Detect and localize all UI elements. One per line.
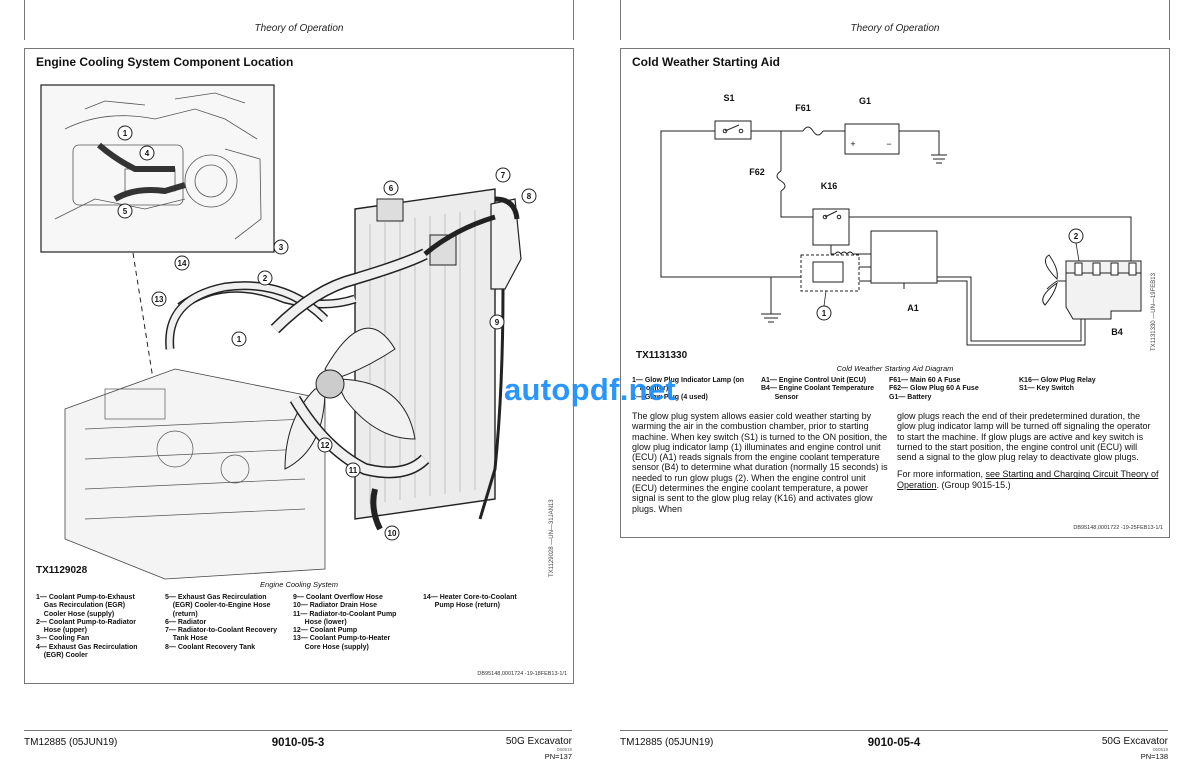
model-name: 50G Excavator — [1101, 736, 1168, 747]
callout-8: 8 — [527, 192, 532, 201]
right-page: Theory of Operation Cold Weather Startin… — [612, 0, 1172, 776]
body-paragraph-2: glow plugs reach the end of their predet… — [897, 411, 1151, 463]
pn-number: PN=138 — [1140, 752, 1168, 761]
body-text-right: glow plugs reach the end of their predet… — [897, 411, 1159, 497]
callout-1: 1 — [822, 309, 827, 318]
section-title: Cold Weather Starting Aid — [632, 55, 781, 69]
figure-id: TX1131330 — [636, 350, 688, 361]
small-code: 060519 — [556, 747, 572, 752]
body-paragraph-3: For more information, see Starting and C… — [897, 469, 1159, 490]
label-s1: S1 — [723, 93, 734, 103]
legend-column-1: 1— Coolant Pump-to-Exhaust Gas Recircula… — [36, 594, 138, 660]
document-reference: DB95148,0001724 -19-18FEB13-1/1 — [477, 671, 567, 677]
battery-plus: + — [850, 139, 855, 149]
callout-2: 2 — [1074, 232, 1079, 241]
running-head: Theory of Operation — [24, 0, 574, 40]
figure-id: TX1129028 — [36, 565, 88, 576]
callout-13: 13 — [155, 295, 164, 304]
callout-11: 11 — [349, 466, 358, 475]
label-k16: K16 — [821, 181, 838, 191]
label-f62: F62 — [749, 167, 765, 177]
callout-14: 14 — [178, 259, 187, 268]
page-footer: TM12885 (05JUN19) 9010-05-4 50G Excavato… — [620, 730, 1168, 771]
watermark: autopdf.net — [504, 372, 677, 407]
label-a1: A1 — [907, 303, 919, 313]
callout-2: 2 — [263, 274, 268, 283]
model-name: 50G Excavator — [505, 736, 572, 747]
figure-side-code: TX1131330 —UN—19FEB13 — [1151, 273, 1157, 351]
battery-minus: − — [886, 139, 891, 149]
starting-aid-wiring-diagram: S1 F61 G1 F62 K16 A1 B4 2 1 + − — [660, 93, 1142, 346]
legend-column-4: 14— Heater Core-to-Coolant Pump Hose (re… — [423, 594, 517, 610]
cooling-system-panel: Engine Cooling System Component Location — [24, 48, 574, 684]
running-head: Theory of Operation — [620, 0, 1170, 40]
figure-caption: Engine Cooling System — [260, 580, 338, 589]
cold-weather-panel: Cold Weather Starting Aid — [620, 48, 1170, 538]
page-number: 9010-05-4 — [867, 737, 921, 749]
callout-6: 6 — [389, 184, 394, 193]
body-paragraph-1: The glow plug system allows easier cold … — [632, 411, 888, 514]
callout-1: 1 — [237, 335, 242, 344]
legend-column-4: K16— Glow Plug Relay S1— Key Switch — [1019, 377, 1096, 393]
callout-12: 12 — [321, 441, 330, 450]
callout-9: 9 — [495, 318, 500, 327]
page-number: 9010-05-3 — [271, 737, 325, 749]
legend-column-3: 9— Coolant Overflow Hose 10— Radiator Dr… — [293, 594, 397, 651]
document-reference: DB95148,0001722 -19-25FEB13-1/1 — [1073, 525, 1163, 531]
callout-1-inset: 1 — [123, 129, 128, 138]
label-g1: G1 — [859, 96, 871, 106]
callout-4: 4 — [145, 149, 150, 158]
manual-number: TM12885 (05JUN19) — [620, 737, 714, 748]
engine-cooling-illustration: 1 4 5 1 2 3 6 7 8 9 10 11 12 13 14 — [40, 84, 537, 580]
figure-side-code: TX1129028 —UN—31JAN13 — [549, 499, 555, 577]
small-code: 060519 — [1152, 747, 1168, 752]
callout-10: 10 — [388, 529, 397, 538]
starting-charging-link[interactable]: see Starting and Charging Circuit Theory… — [897, 469, 1159, 490]
callout-3: 3 — [279, 243, 284, 252]
model-info: 50G Excavator 060519 PN=137 — [506, 737, 572, 762]
label-f61: F61 — [795, 103, 811, 113]
legend-column-2: 5— Exhaust Gas Recirculation (EGR) Coole… — [165, 594, 278, 651]
callout-7: 7 — [501, 171, 506, 180]
manual-number: TM12885 (05JUN19) — [24, 737, 118, 748]
pn-number: PN=137 — [544, 752, 572, 761]
legend-column-2: A1— Engine Control Unit (ECU) B4— Engine… — [761, 377, 875, 401]
page-footer: TM12885 (05JUN19) 9010-05-3 50G Excavato… — [24, 730, 572, 771]
left-page: Theory of Operation Engine Cooling Syste… — [16, 0, 576, 776]
section-title: Engine Cooling System Component Location — [36, 55, 294, 69]
legend-column-1: 1— Glow Plug Indicator Lamp (on monitor)… — [632, 377, 745, 401]
figure-caption: Cold Weather Starting Aid Diagram — [836, 364, 954, 373]
label-b4: B4 — [1111, 327, 1123, 337]
legend-column-3: F61— Main 60 A Fuse F62— Glow Plug 60 A … — [889, 377, 979, 401]
model-info: 50G Excavator 060519 PN=138 — [1102, 737, 1168, 762]
callout-5: 5 — [123, 207, 128, 216]
body-text-left: The glow plug system allows easier cold … — [632, 411, 890, 521]
